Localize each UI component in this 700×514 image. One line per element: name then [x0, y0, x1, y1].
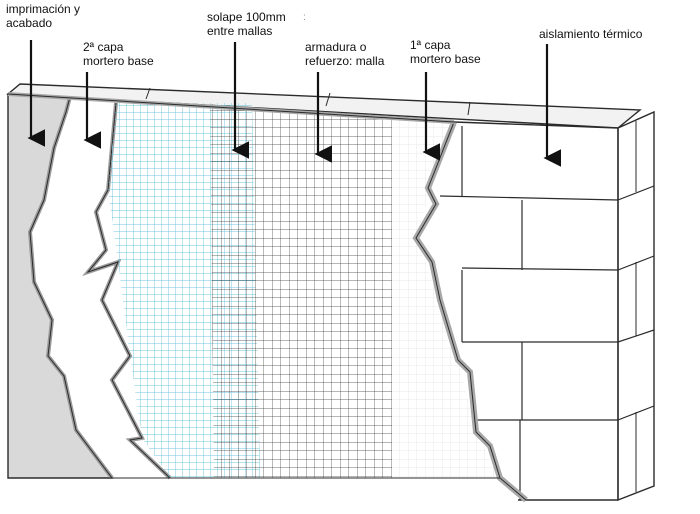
first-mortar-jagged-outline	[415, 121, 527, 501]
label-imprimacion-acabado: imprimación y acabado	[6, 2, 81, 30]
label-stray-mark: :	[303, 12, 306, 23]
wall-top-edge-outline	[7, 93, 455, 123]
label-segunda-capa-mortero: 2ª capa mortero base	[83, 40, 154, 68]
label-solape-mallas: solape 100mm entre mallas	[207, 10, 286, 38]
pointer-arrows	[27, 40, 562, 167]
second-mortar-edge-outline	[29, 96, 113, 479]
base-mortar-jagged-outline	[86, 102, 171, 479]
label-aislamiento-termico: aislamiento térmico	[539, 27, 643, 41]
label-primera-capa-mortero: 1ª capa mortero base	[410, 38, 481, 66]
label-armadura-refuerzo: armadura o refuerzo: malla	[305, 40, 385, 68]
second-mortar-layer	[30, 97, 170, 478]
wall-top-face	[6, 83, 642, 129]
insulation-boards	[416, 110, 655, 502]
first-mortar-layer	[392, 118, 500, 478]
